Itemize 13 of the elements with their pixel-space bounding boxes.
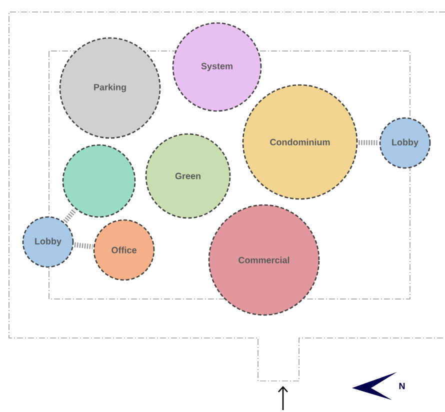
bubble: Parking: [59, 37, 161, 139]
bubble: Lobby: [22, 216, 74, 268]
bubble: Commercial: [208, 204, 320, 316]
link: [74, 242, 93, 250]
bubble: [62, 144, 136, 218]
north-label: N: [399, 382, 405, 390]
link: [63, 208, 77, 224]
bubble: Green: [145, 133, 231, 219]
bubble: System: [172, 22, 262, 112]
bubble: Office: [93, 219, 155, 281]
bubble: Condominium: [242, 84, 358, 200]
bubble: Lobby: [379, 117, 431, 169]
link: [358, 140, 378, 146]
